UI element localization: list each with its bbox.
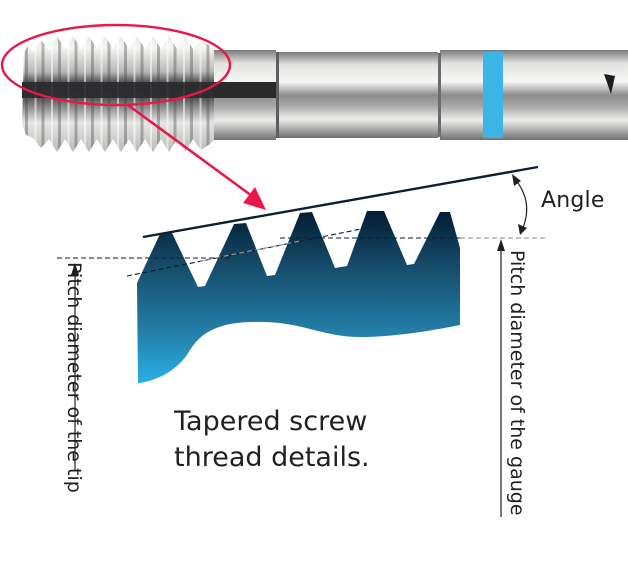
callout-arrow bbox=[127, 103, 266, 210]
thread-profile bbox=[137, 211, 460, 383]
gauge-arrow-head bbox=[497, 239, 505, 251]
taper-tangent-line bbox=[142, 165, 539, 239]
taper-pitch-line bbox=[126, 225, 377, 277]
taper-pitch-line-light bbox=[199, 240, 301, 262]
tap-neck-groove bbox=[275, 52, 279, 138]
angle-indicator bbox=[512, 174, 528, 235]
caption-line-2: thread details. bbox=[174, 442, 370, 473]
tap-tool bbox=[22, 36, 628, 152]
tap-shank-middle bbox=[278, 52, 438, 138]
tip-arrow-head bbox=[71, 263, 79, 275]
color-band bbox=[483, 52, 503, 138]
thread-flute bbox=[22, 82, 214, 98]
tap-shank-groove bbox=[437, 53, 441, 137]
angle-arrow-bottom bbox=[518, 224, 527, 235]
highlight-ellipse bbox=[0, 23, 232, 107]
pitch-gauge-label: Pitch diameter of the gauge bbox=[506, 250, 528, 516]
drive-notch bbox=[604, 74, 615, 94]
angle-label: Angle bbox=[541, 188, 605, 213]
figure-caption: Tapered screw thread details. bbox=[174, 404, 370, 476]
angle-arrow-top bbox=[512, 174, 521, 186]
gauge-arrow bbox=[497, 239, 505, 517]
callout-arrow-head bbox=[243, 187, 266, 210]
pitch-tip-label: Pitch diameter of the tip bbox=[63, 262, 85, 493]
caption-line-1: Tapered screw bbox=[174, 406, 368, 437]
tip-arrow bbox=[71, 263, 79, 470]
tap-shank-right bbox=[440, 50, 628, 140]
